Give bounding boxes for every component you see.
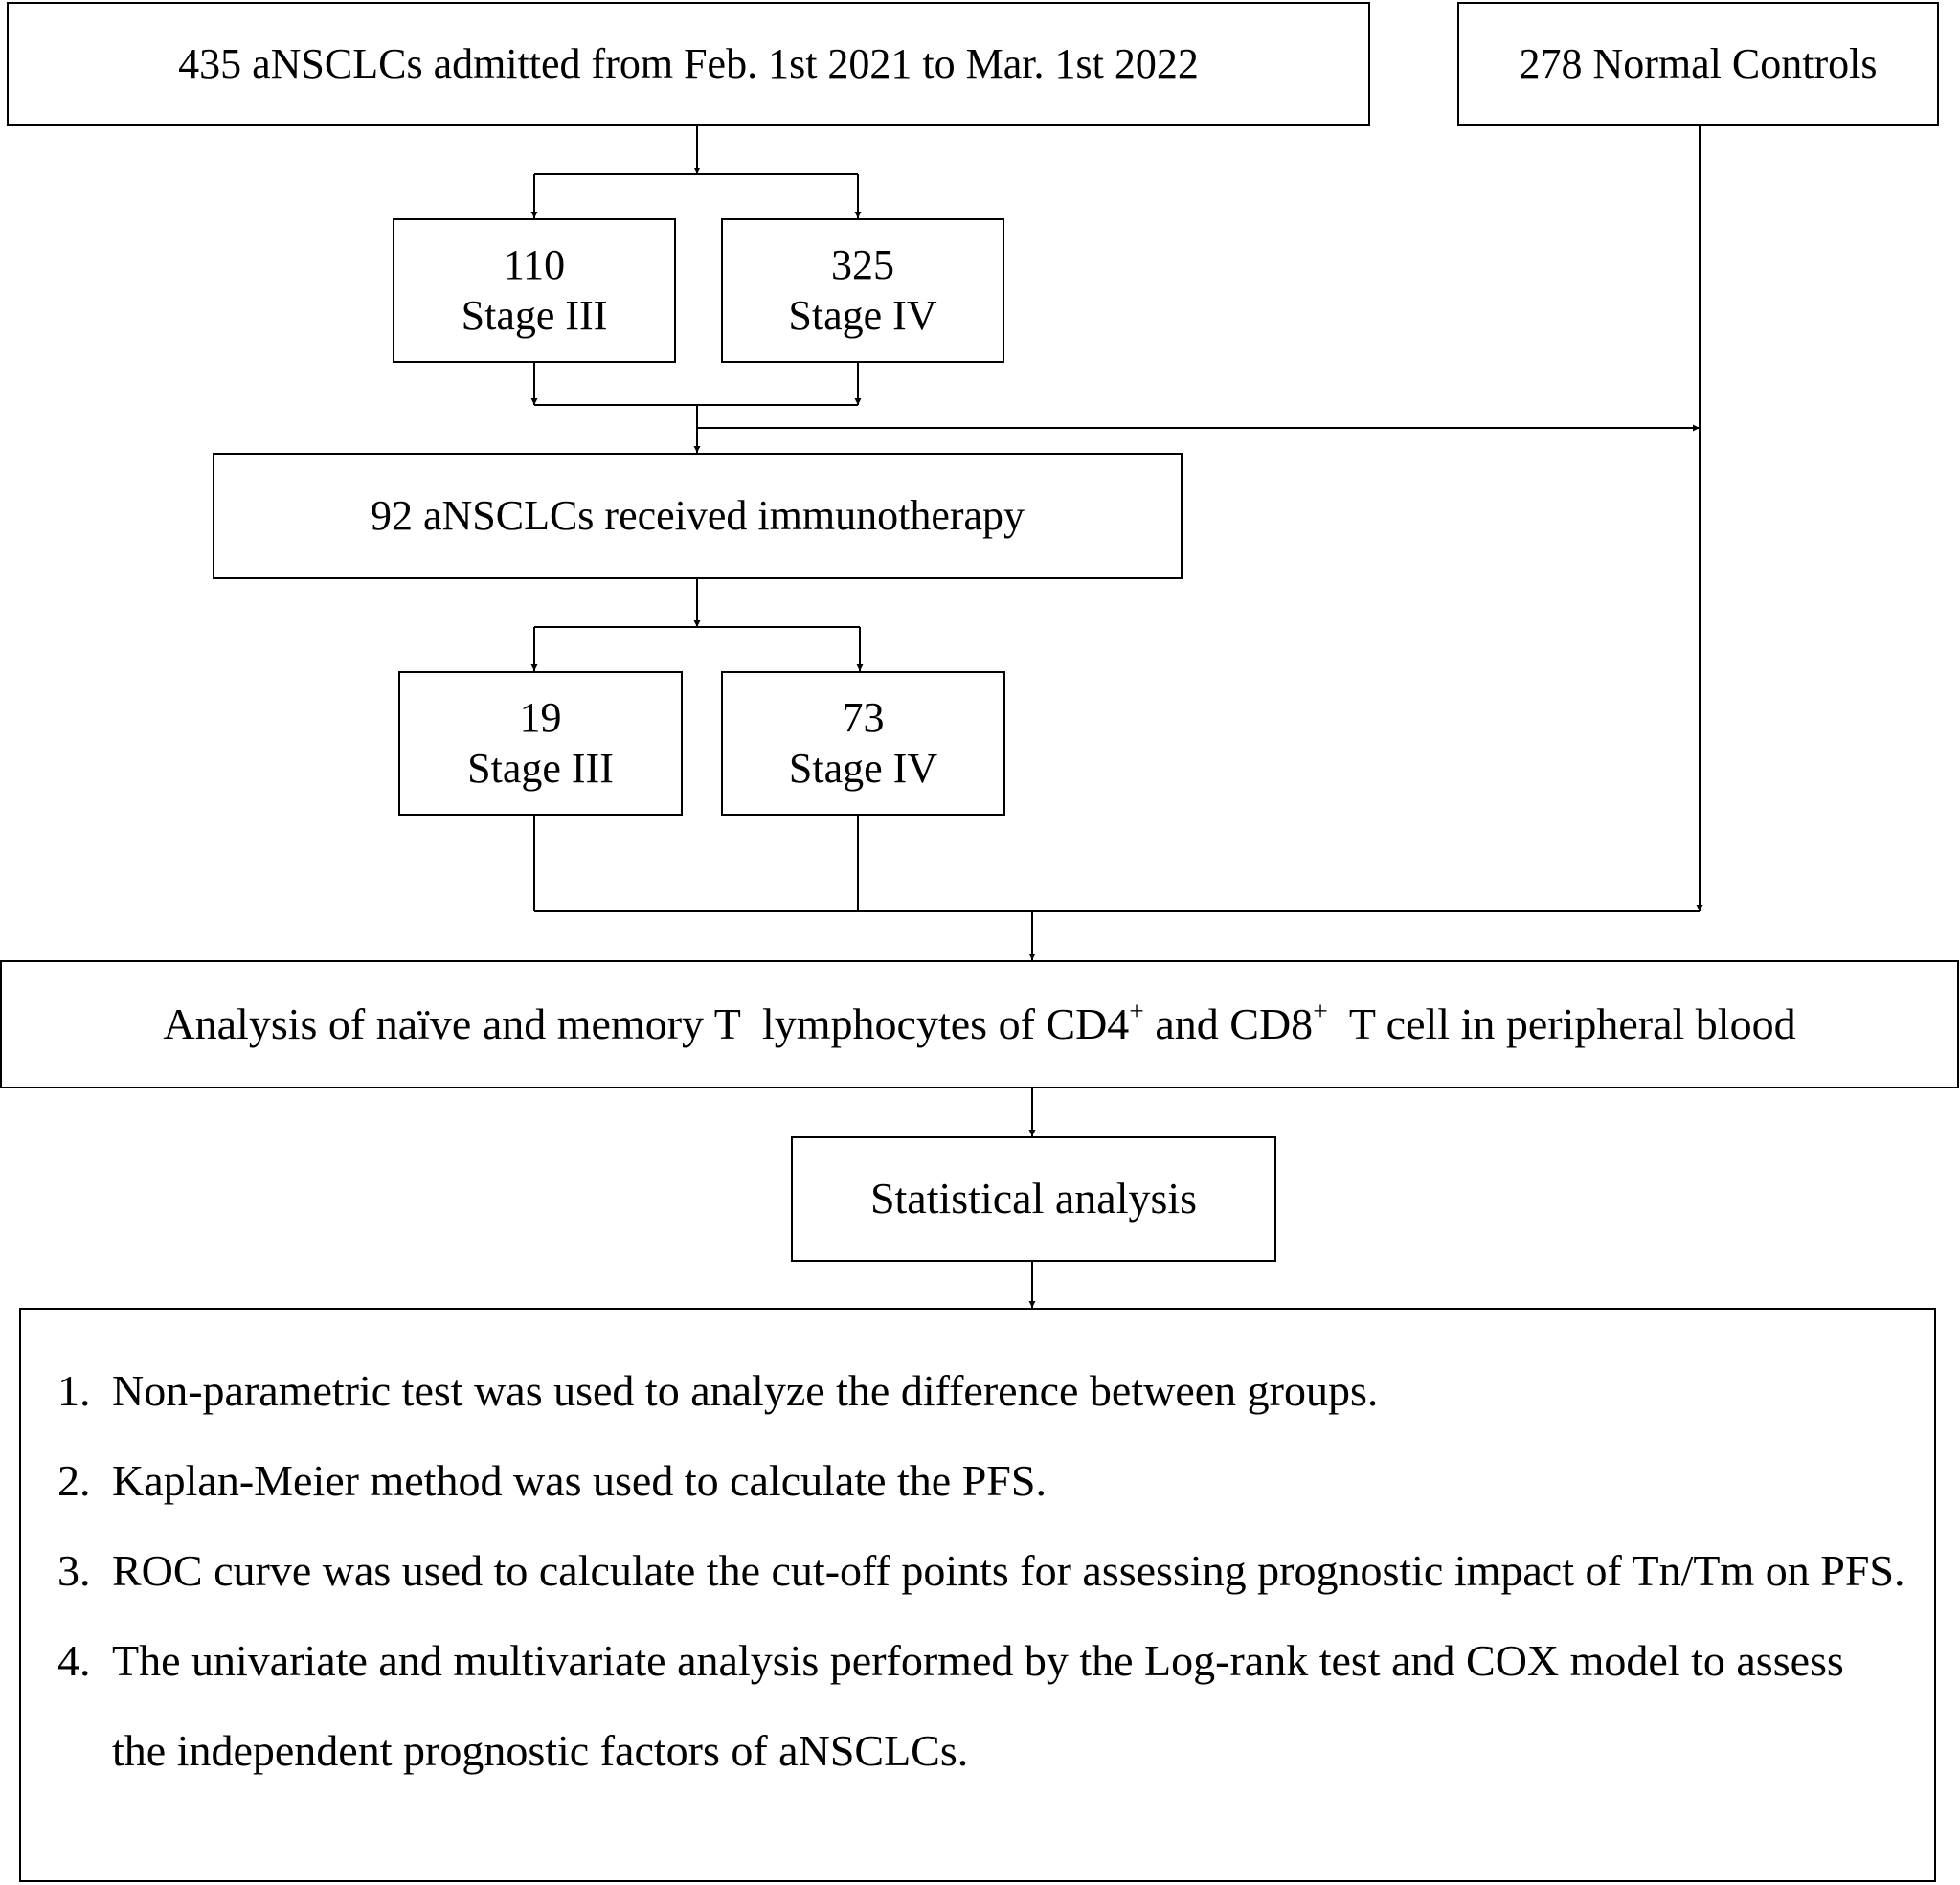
stage4-count-immuno: 73 [842,693,885,741]
method-number: 4. [57,1636,91,1685]
statistics-box: Statistical analysis [791,1136,1276,1262]
immunotherapy-text: 92 aNSCLCs received immunotherapy [370,491,1025,539]
stage3-label-immuno: Stage III [467,744,614,792]
stage3-box-all: 110 Stage III [393,218,676,363]
method-text: The univariate and multivariate analysis… [112,1636,1844,1775]
cohort-box: 435 aNSCLCs admitted from Feb. 1st 2021 … [7,2,1370,126]
method-item: 2. Kaplan-Meier method was used to calcu… [57,1436,1905,1526]
analysis-part3: T cell in peripheral blood [1327,999,1796,1048]
method-text: Non-parametric test was used to analyze … [112,1366,1379,1415]
method-number: 1. [57,1366,91,1415]
analysis-part1: Analysis of naïve and memory T lymphocyt… [163,999,1130,1048]
stage4-label-all: Stage IV [788,291,937,339]
stage3-label-all: Stage III [461,291,608,339]
statistics-text: Statistical analysis [869,1174,1198,1223]
immunotherapy-box: 92 aNSCLCs received immunotherapy [213,453,1183,579]
analysis-sup1: + [1129,996,1144,1026]
method-text: ROC curve was used to calculate the cut-… [112,1546,1905,1595]
method-item: 1. Non-parametric test was used to analy… [57,1346,1905,1436]
method-number: 2. [57,1456,91,1505]
analysis-sup2: + [1313,996,1328,1026]
method-item: 3. ROC curve was used to calculate the c… [57,1526,1905,1616]
analysis-box: Analysis of naïve and memory T lymphocyt… [0,960,1959,1088]
stage4-box-immuno: 73 Stage IV [721,671,1005,816]
method-number: 3. [57,1546,91,1595]
stage3-box-immuno: 19 Stage III [398,671,683,816]
stage4-label-immuno: Stage IV [788,744,938,792]
stage4-box-all: 325 Stage IV [721,218,1004,363]
methods-box: 1. Non-parametric test was used to analy… [19,1308,1936,1882]
method-text: Kaplan-Meier method was used to calculat… [112,1456,1047,1505]
stage3-count-immuno: 19 [519,693,562,741]
controls-text: 278 Normal Controls [1519,39,1878,87]
analysis-part2: and CD8 [1143,999,1314,1048]
method-item: 4. The univariate and multivariate analy… [57,1616,1905,1796]
cohort-text: 435 aNSCLCs admitted from Feb. 1st 2021 … [178,39,1199,87]
stage4-count-all: 325 [831,240,894,288]
analysis-text: Analysis of naïve and memory T lymphocyt… [163,994,1795,1055]
controls-box: 278 Normal Controls [1457,2,1939,126]
stage3-count-all: 110 [503,240,566,288]
